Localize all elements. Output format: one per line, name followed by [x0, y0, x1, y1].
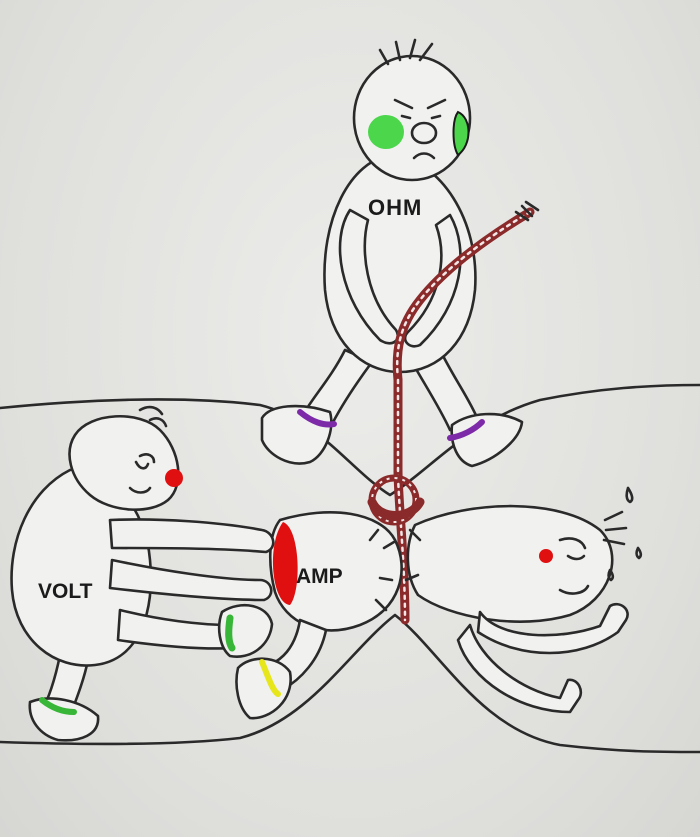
volt-back-foot	[28, 697, 100, 742]
ohm-head	[352, 54, 472, 182]
ohm-nose	[410, 121, 438, 145]
ohm-eyes	[400, 114, 442, 120]
ohm-left-arm	[338, 208, 400, 345]
volt-front-ankle-band	[225, 614, 236, 652]
ohm-character: OHM	[260, 38, 524, 468]
squeezed-arm-2	[456, 623, 583, 714]
squeezed-character	[404, 486, 643, 714]
ohm-eyebrows	[393, 98, 447, 110]
rope	[367, 200, 540, 625]
ohm-hair	[378, 38, 434, 66]
wire-bottom-outline	[0, 613, 700, 754]
amp-body	[268, 510, 403, 632]
amp-ankle-band	[259, 659, 281, 697]
wire-top-outline	[0, 383, 700, 497]
volt-head	[68, 414, 180, 511]
squeezed-arm-1	[476, 602, 629, 655]
volt-label: VOLT	[38, 580, 93, 603]
ohm-right-arm	[403, 213, 462, 348]
amp-red-patch	[272, 522, 298, 605]
squeezed-mouth	[558, 584, 590, 595]
squeezed-nose	[539, 549, 553, 563]
ohm-right-leg	[410, 348, 480, 432]
amp-character: AMP	[235, 510, 403, 720]
volt-hair	[138, 405, 168, 428]
squeezed-body	[406, 504, 614, 623]
amp-foot	[235, 657, 292, 720]
ohm-left-cheek	[368, 115, 404, 149]
volt-upper-arm	[108, 518, 275, 554]
volt-character: VOLT	[10, 405, 275, 742]
wire-conductor	[0, 383, 700, 754]
sweat-drops	[607, 486, 643, 582]
ohm-right-ankle-band	[447, 419, 485, 441]
volt-lower-arm	[108, 558, 273, 602]
volt-body	[10, 467, 153, 667]
ohm-right-foot	[450, 412, 524, 468]
ohm-right-cheek	[452, 110, 470, 157]
volt-eye	[128, 453, 156, 494]
ohm-label: OHM	[368, 195, 422, 220]
amp-label: AMP	[296, 565, 343, 588]
ohm-left-ankle-band	[297, 409, 337, 428]
squeezed-eye	[558, 537, 587, 561]
ohm-mouth	[412, 152, 436, 160]
volt-nose	[165, 469, 183, 487]
volt-back-ankle-band	[39, 697, 77, 715]
ohm-left-foot	[260, 404, 333, 465]
